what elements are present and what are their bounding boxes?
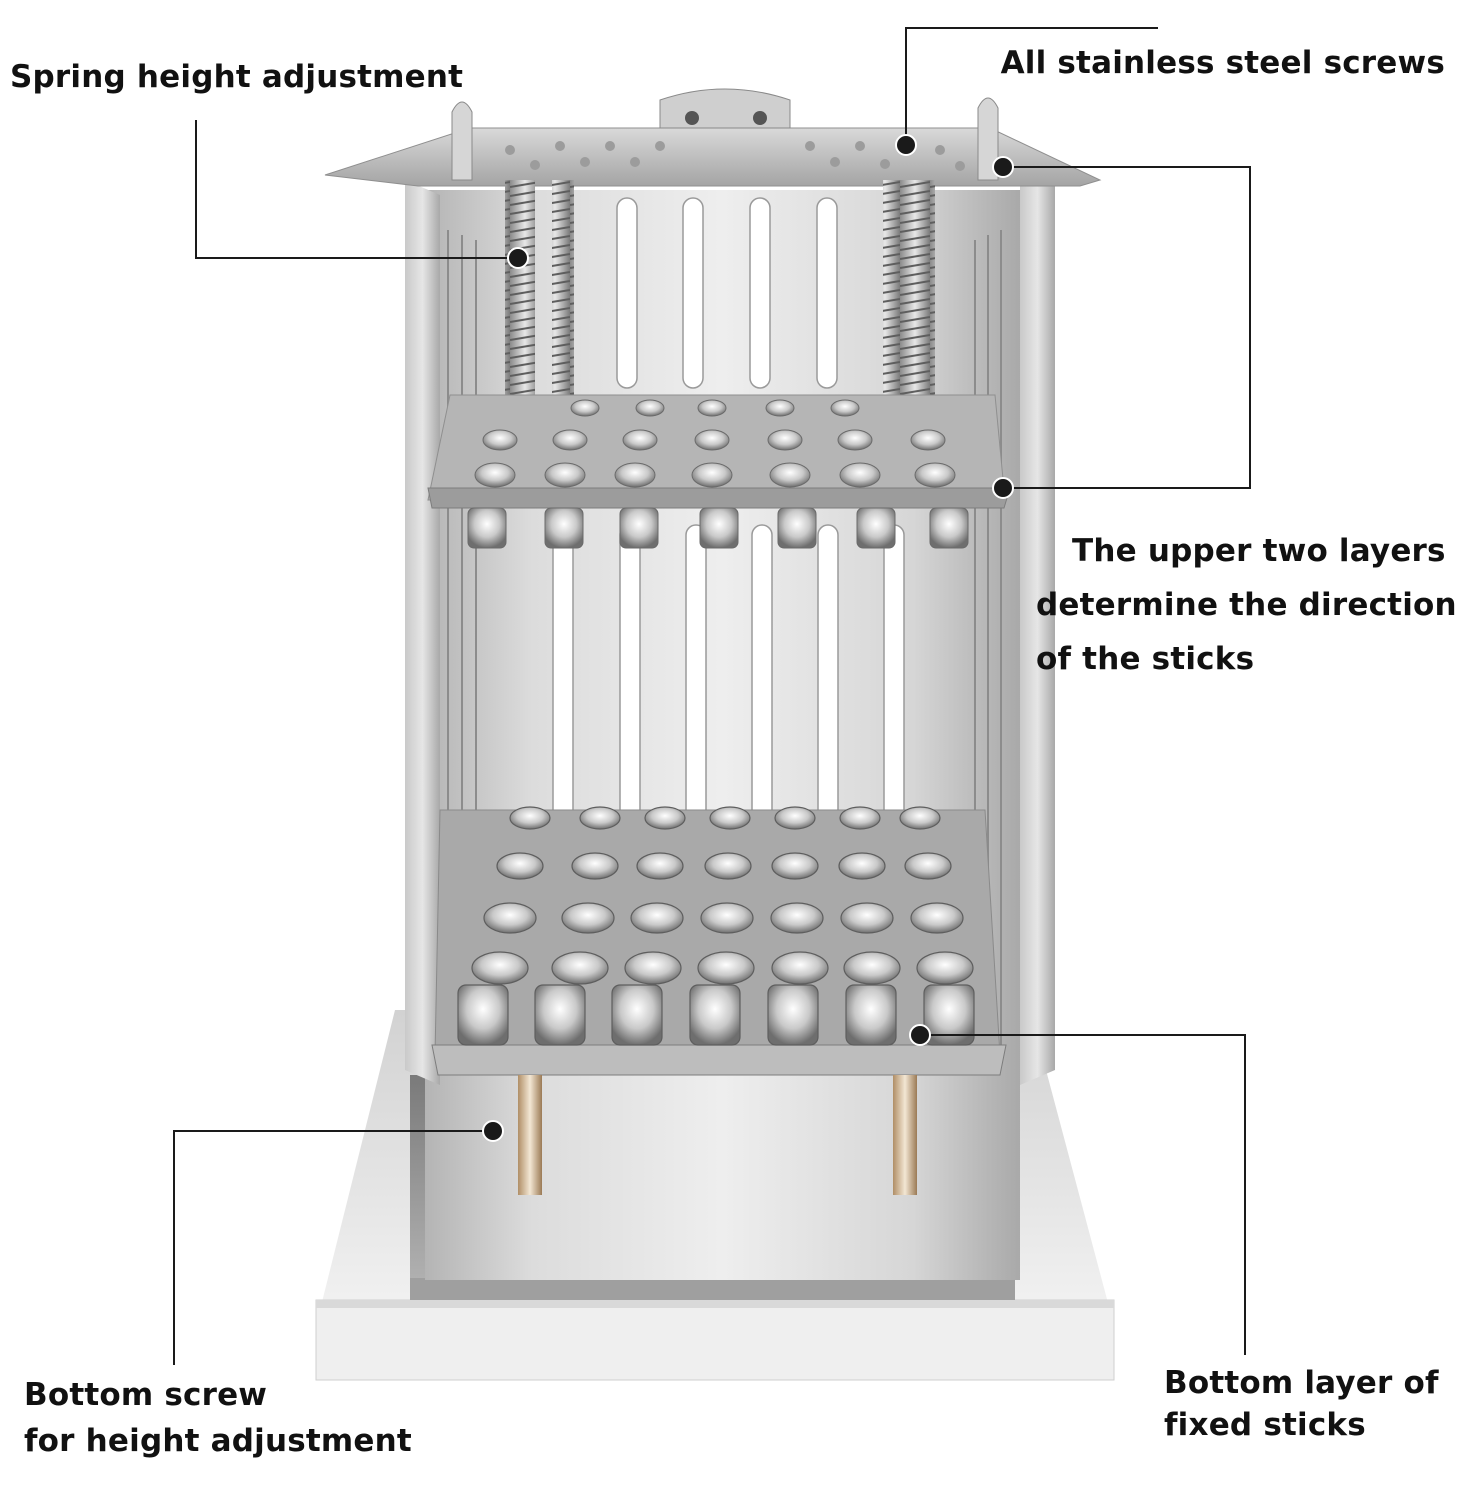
- callout-dot-bottom-layer: [909, 1024, 931, 1046]
- callout-line-spring: [195, 120, 518, 259]
- callout-dot-top-plate: [992, 156, 1014, 178]
- upper-layers-line-1: The upper two layers: [1072, 533, 1446, 569]
- bottom-layer-label: Bottom layer of fixed sticks: [1164, 1362, 1439, 1446]
- spring-height-label: Spring height adjustment: [10, 50, 463, 104]
- stainless-screws-text: All stainless steel screws: [1000, 45, 1445, 81]
- callout-dot-screws: [895, 134, 917, 156]
- callout-line-screws: [905, 27, 1158, 145]
- bottom-screw-line-1: Bottom screw: [24, 1377, 268, 1413]
- upper-layers-line-2: determine the direction: [1036, 587, 1457, 623]
- bottom-screw-line-2: for height adjustment: [24, 1423, 412, 1459]
- cage-body: [405, 170, 1055, 1280]
- callout-line-bottom-screw: [173, 1130, 493, 1365]
- upper-layer-plate: [427, 394, 1011, 549]
- upper-layers-line-3: of the sticks: [1036, 641, 1255, 677]
- callout-dot-spring: [507, 247, 529, 269]
- upper-layers-label: The upper two layers determine the direc…: [1036, 524, 1457, 686]
- stainless-screws-label: All stainless steel screws: [1001, 36, 1445, 90]
- callout-dot-bottom-screw: [482, 1120, 504, 1142]
- callout-line-upper-layers: [1003, 166, 1251, 489]
- callout-dots: [482, 134, 1014, 1142]
- bottom-layer-line-2: fixed sticks: [1164, 1407, 1366, 1443]
- bottom-layer-plate: [431, 806, 1007, 1076]
- bottom-screw-label: Bottom screw for height adjustment: [24, 1372, 412, 1464]
- callout-lines: [173, 27, 1251, 1365]
- callout-dot-upper-plate: [992, 477, 1014, 499]
- bottom-layer-line-1: Bottom layer of: [1164, 1365, 1439, 1401]
- callout-line-bottom-layer: [920, 1034, 1246, 1355]
- height-screw-posts: [518, 1075, 917, 1195]
- spring-height-text: Spring height adjustment: [10, 59, 464, 95]
